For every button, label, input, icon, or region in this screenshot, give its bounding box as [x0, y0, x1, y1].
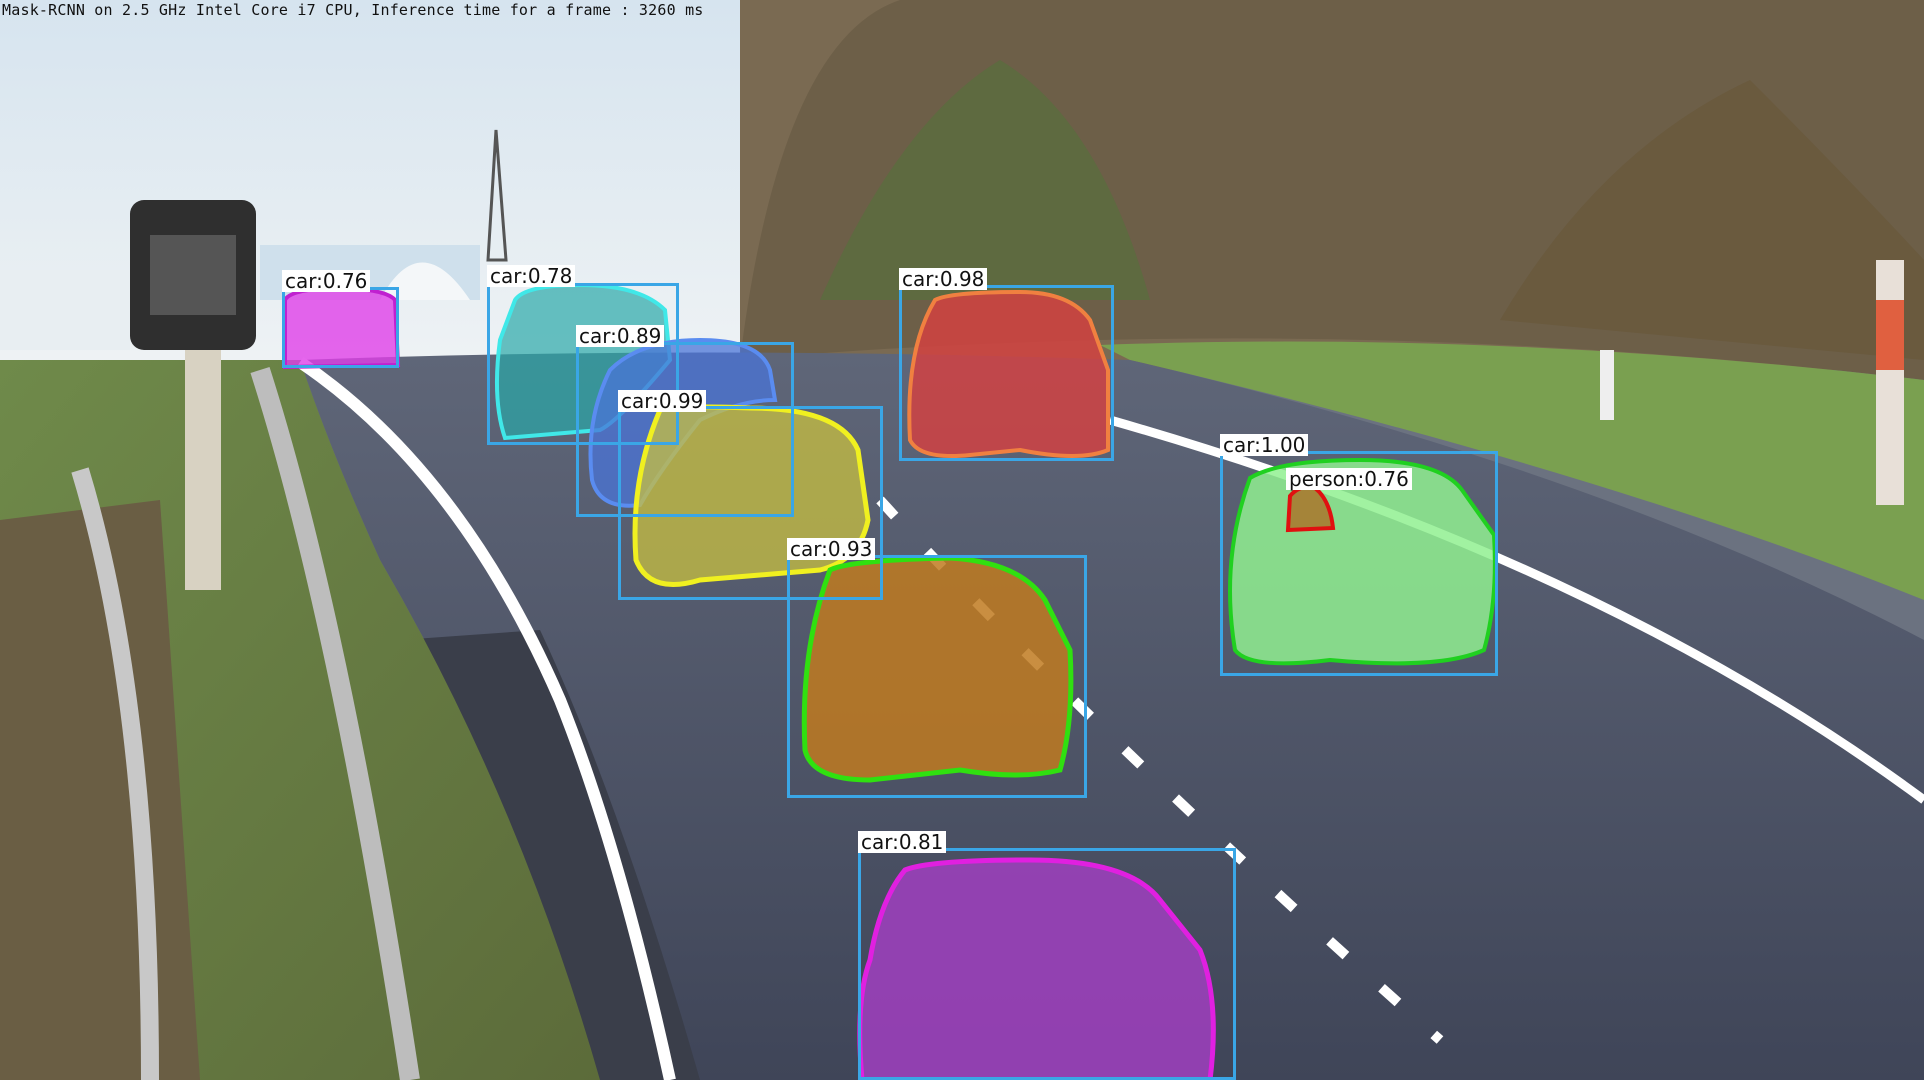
car-mask — [801, 555, 1074, 783]
detection-label: car:1.00 — [1220, 434, 1309, 456]
bbox-car — [787, 555, 1087, 798]
marker-post — [1600, 350, 1614, 420]
bbox-car — [487, 283, 679, 445]
road-edge-line — [1108, 415, 1924, 804]
tree-foliage — [820, 60, 1150, 300]
bbox-car — [576, 342, 794, 517]
bbox-person — [1288, 488, 1335, 532]
bbox-car — [899, 285, 1114, 461]
detection-label: car:0.98 — [899, 268, 988, 290]
detection-label: person:0.76 — [1286, 468, 1412, 490]
pylon — [486, 129, 508, 262]
crash-barrier — [71, 467, 159, 1080]
marker-post-stripe — [1876, 300, 1904, 370]
detection-label: car:0.78 — [487, 265, 576, 287]
detection-label: car:0.76 — [282, 270, 371, 292]
sign-post — [185, 350, 221, 590]
car-mask — [857, 857, 1216, 1080]
building — [0, 270, 130, 350]
detection-label: car:0.99 — [618, 390, 707, 412]
building-dome — [380, 262, 470, 300]
detection-label: car:0.81 — [858, 831, 947, 853]
detection-label: car:0.93 — [787, 538, 876, 560]
tree-foliage — [1500, 80, 1924, 360]
crash-barrier — [250, 366, 420, 1080]
right-verge — [1100, 341, 1924, 600]
bbox-car — [858, 848, 1236, 1080]
inference-caption: Mask-RCNN on 2.5 GHz Intel Core i7 CPU, … — [2, 1, 704, 19]
bbox-car — [282, 287, 399, 368]
bbox-car — [618, 406, 883, 600]
matrix-sign-panel — [150, 235, 236, 315]
bbox-car — [1220, 451, 1498, 676]
car-mask — [907, 289, 1110, 458]
detection-label: car:0.89 — [576, 325, 665, 347]
road-edge-line — [296, 357, 676, 1080]
